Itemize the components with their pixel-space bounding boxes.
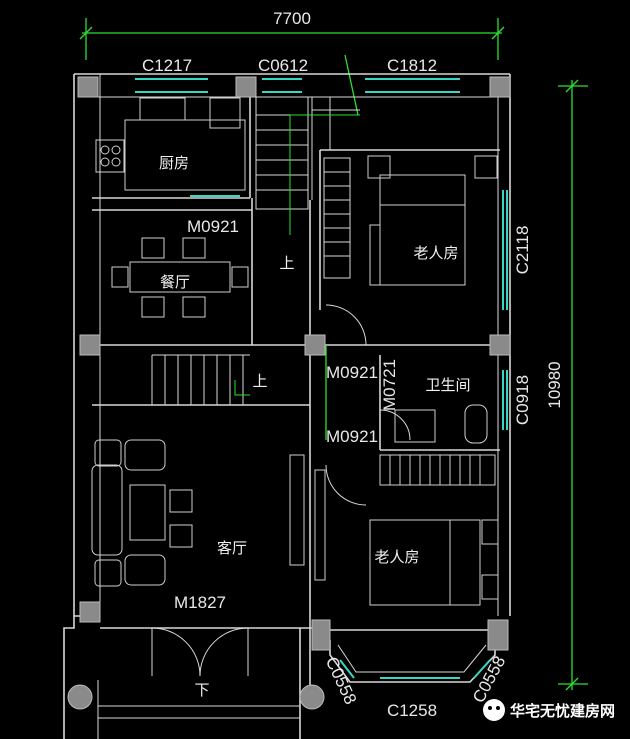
stairs [151, 96, 360, 405]
columns [67, 76, 511, 710]
window-label-c1812: C1812 [387, 56, 437, 75]
room-label-bathroom: 卫生间 [425, 376, 470, 394]
stair-mark-up-2: 上 [252, 372, 267, 390]
window-label-c0558-right: C0558 [469, 653, 509, 706]
door-label-m0721: M0721 [380, 359, 399, 411]
window-label-c2118: C2118 [513, 226, 532, 275]
door-label-m0921-dining: M0921 [187, 217, 239, 236]
height-dimension-label: 10980 [545, 361, 564, 408]
door-label-m1827: M1827 [174, 593, 226, 612]
window-openings [135, 78, 508, 679]
room-label-living: 客厅 [217, 539, 247, 557]
watermark-text: 华宅无忧建房网 [510, 702, 615, 720]
width-dimension-label: 7700 [273, 9, 311, 28]
window-label-c1258: C1258 [387, 701, 437, 720]
door-label-m0921-lower: M0921 [326, 427, 378, 446]
window-label-c0612: C0612 [258, 56, 308, 75]
door-label-m0921-upper: M0921 [326, 363, 378, 382]
watermark: 华宅无忧建房网 [483, 699, 615, 721]
walls [63, 73, 511, 739]
window-label-c0558-left: C0558 [322, 654, 360, 707]
window-label-c0918: C0918 [513, 375, 532, 425]
wechat-icon [483, 699, 505, 721]
room-label-elder-room-lower: 老人房 [374, 548, 419, 566]
furniture [91, 97, 499, 606]
stair-mark-down: 下 [194, 681, 209, 699]
window-label-c1217: C1217 [142, 56, 192, 75]
door-swings [151, 304, 411, 677]
dimension-lines [79, 18, 588, 691]
stair-mark-up-1: 上 [279, 254, 294, 272]
room-label-dining: 餐厅 [160, 273, 190, 291]
room-label-kitchen: 厨房 [159, 154, 189, 172]
room-label-elder-room-upper: 老人房 [413, 244, 458, 262]
